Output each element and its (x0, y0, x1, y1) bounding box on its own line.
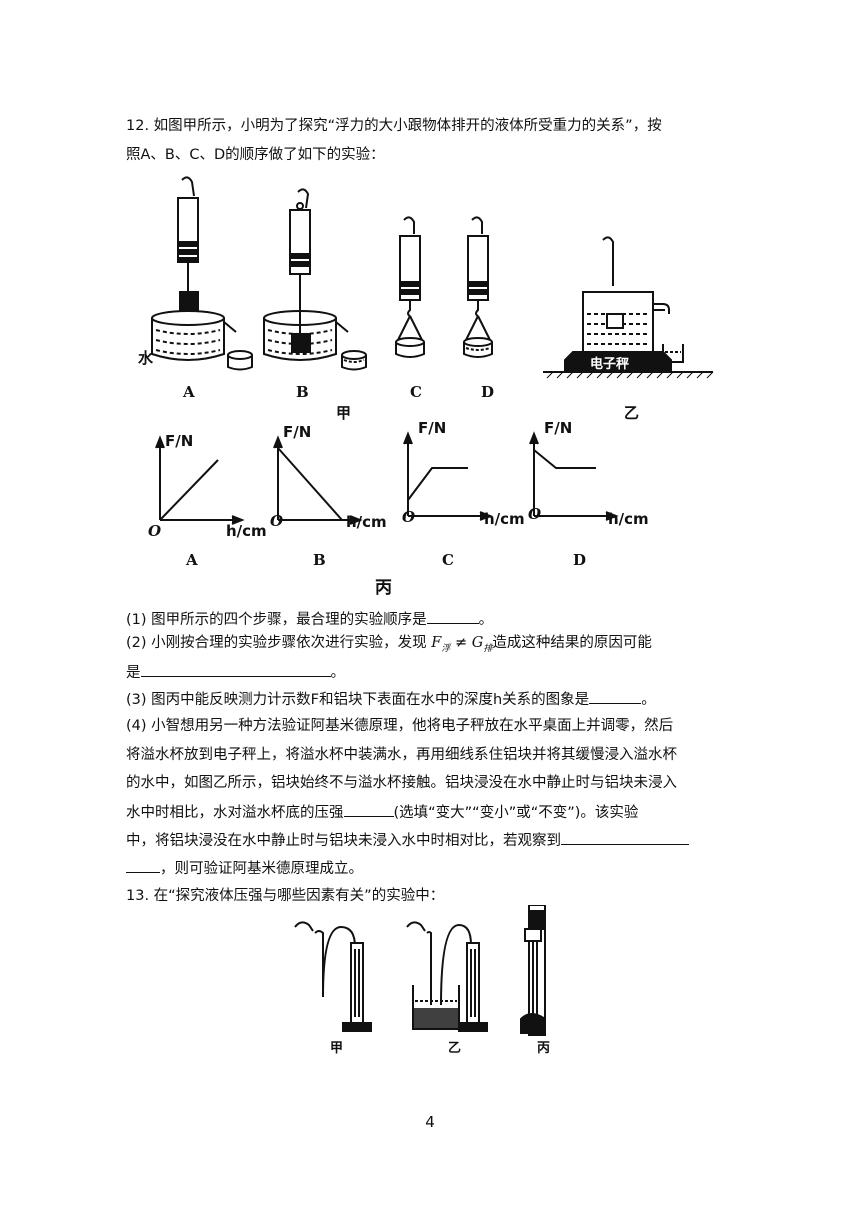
sub4-line4: 水中时相比，水对溢水杯底的压强 (选填“变大”“变小”或“不变”)。该实验 (126, 802, 638, 823)
graph-b-origin: O (270, 512, 284, 530)
sub4-text-6: ，则可验证阿基米德原理成立。 (160, 861, 363, 877)
sub2-formula: F浮 ≠ G排 (431, 635, 493, 654)
sub3-answer-blank[interactable] (589, 689, 642, 704)
sub4-text-4a: 水中时相比，水对溢水杯底的压强 (126, 805, 344, 821)
graph-a-xlabel: h/cm (226, 522, 267, 540)
graph-d (529, 431, 619, 521)
sub2-answer-blank[interactable] (140, 662, 331, 677)
sub2-end: 。 (330, 665, 346, 681)
spring-scale-a (151, 176, 253, 371)
graph-label-a: A (186, 551, 198, 569)
pressure-gauge-jia (294, 921, 372, 1032)
graph-a-ylabel: F/N (165, 432, 194, 450)
panel-label-b: B (296, 383, 309, 401)
graph-c-xlabel: h/cm (484, 510, 525, 528)
q13-label-bing: 丙 (537, 1041, 551, 1056)
sub3: (3) 图丙中能反映测力计示数F和铝块下表面在水中的深度h关系的图象是 。 (126, 689, 656, 710)
q13-label-yi: 乙 (448, 1041, 462, 1056)
spring-scale-d (463, 216, 493, 358)
figure-yi (543, 236, 714, 379)
figure-bing (155, 431, 619, 525)
graph-d-origin: O (528, 505, 542, 523)
graph-c-ylabel: F/N (418, 419, 447, 437)
graph-c (403, 431, 493, 521)
q12-intro-line1: 12. 如图甲所示，小明为了探究“浮力的大小跟物体排开的液体所受重力的关系”，按 (126, 118, 662, 134)
q13-label-jia: 甲 (330, 1041, 344, 1056)
q12-intro-line2: 照A、B、C、D的顺序做了如下的实验： (126, 147, 385, 163)
scale-label: 电子秤 (590, 357, 630, 372)
pressure-gauge-bing (520, 905, 546, 1036)
graph-d-xlabel: h/cm (608, 510, 649, 528)
sub4-line6: ，则可验证阿基米德原理成立。 (126, 858, 363, 879)
pressure-gauge-yi (406, 921, 488, 1032)
graph-label-c: C (442, 551, 454, 569)
sub4-line1: (4) 小智想用另一种方法验证阿基米德原理，他将电子秤放在水平桌面上并调零，然后 (126, 718, 674, 734)
panel-label-d: D (481, 383, 495, 401)
graph-c-origin: O (402, 508, 416, 526)
figure-bing-caption: 丙 (375, 578, 392, 598)
sub2-line2: 是。 (126, 662, 345, 683)
q13-intro: 13. 在“探究液体压强与哪些因素有关”的实验中： (126, 888, 445, 904)
sub1: (1) 图甲所示的四个步骤，最合理的实验顺序是 。 (126, 609, 493, 630)
sub4-text-4b: (选填“变大”“变小”或“不变”)。该实验 (393, 805, 639, 821)
graph-label-d: D (573, 551, 587, 569)
sub4-answer-blank-2-cont[interactable] (126, 858, 160, 873)
sub1-answer-blank[interactable] (426, 609, 479, 624)
page-number: 4 (425, 1113, 435, 1131)
graph-label-b: B (313, 551, 326, 569)
sub4-answer-blank-2[interactable] (561, 830, 689, 845)
sub4-answer-blank-1[interactable] (343, 802, 394, 817)
sub3-end: 。 (641, 692, 656, 708)
figure-q13 (294, 905, 546, 1036)
graph-d-ylabel: F/N (544, 419, 573, 437)
sub1-text: (1) 图甲所示的四个步骤，最合理的实验顺序是 (126, 612, 427, 628)
panel-label-c: C (410, 383, 422, 401)
figure-yi-caption: 乙 (624, 404, 640, 422)
spring-scale-c (395, 216, 425, 358)
sub2-text-c: 是 (126, 665, 141, 681)
figure-jia-caption: 甲 (336, 404, 352, 422)
graph-b-xlabel: h/cm (346, 513, 387, 531)
spring-scale-b (263, 188, 367, 371)
panel-label-a: A (183, 383, 195, 401)
graph-a-origin: O (148, 522, 162, 540)
sub1-end: 。 (478, 612, 494, 628)
sub4-line3: 的水中，如图乙所示，铝块始终不与溢水杯接触。铝块浸没在水中静止时与铝块未浸入 (126, 775, 677, 791)
sub2-line1: (2) 小刚按合理的实验步骤依次进行实验，发现 F浮 ≠ G排造成这种结果的原因… (126, 633, 652, 659)
graph-a (155, 435, 245, 525)
sub3-text: (3) 图丙中能反映测力计示数F和铝块下表面在水中的深度h关系的图象是 (126, 692, 590, 708)
sub2-text-b: 造成这种结果的原因可能 (492, 635, 652, 651)
figure-jia (151, 176, 493, 371)
graph-b (273, 435, 363, 525)
graph-b-ylabel: F/N (283, 423, 312, 441)
sub4-line5: 中，将铝块浸没在水中静止时与铝块未浸入水中时相对比，若观察到 (126, 830, 689, 851)
water-label: 水 (138, 349, 154, 367)
sub2-text-a: (2) 小刚按合理的实验步骤依次进行实验，发现 (126, 635, 427, 651)
sub4-text-5: 中，将铝块浸没在水中静止时与铝块未浸入水中时相对比，若观察到 (126, 833, 561, 849)
sub4-line2: 将溢水杯放到电子秤上，将溢水杯中装满水，再用细线系住铝块并将其缓慢浸入溢水杯 (126, 747, 677, 763)
